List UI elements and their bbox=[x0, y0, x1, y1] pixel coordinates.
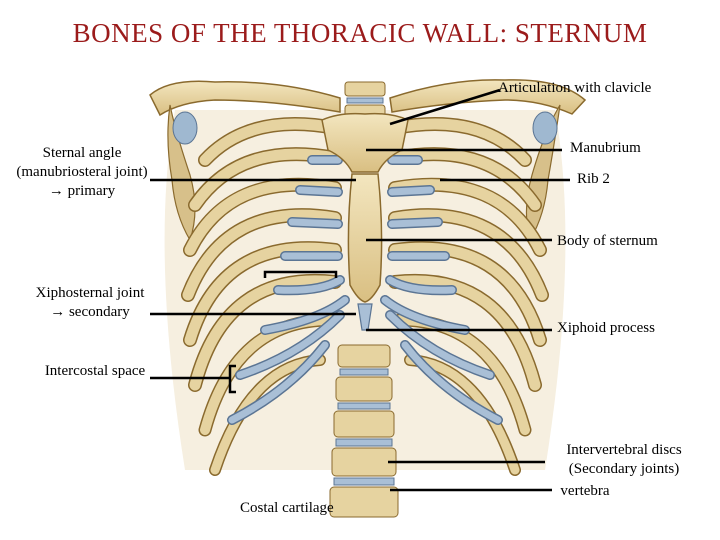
label-costal-cartilage: Costal cartilage bbox=[240, 500, 334, 516]
vertebral-column bbox=[329, 81, 399, 518]
page-title: BONES OF THE THORACIC WALL: STERNUM bbox=[72, 18, 648, 48]
label-xiphosternal: Xiphosternal joint → secondary bbox=[35, 285, 145, 320]
label-vertebra: vertebra bbox=[560, 483, 610, 499]
right-costal-cartilages bbox=[380, 155, 503, 425]
label-intervertebral: Intervertebral discs (Secondary joints) bbox=[566, 442, 682, 477]
bracket-intercostal bbox=[228, 364, 236, 394]
label-intercostal: Intercostal space bbox=[44, 363, 146, 379]
label-articulation-clavicle: Articulation with clavicle bbox=[498, 80, 652, 96]
leader-lines bbox=[150, 88, 570, 492]
bracket-costal bbox=[263, 270, 338, 278]
label-rib2: Rib 2 bbox=[577, 171, 610, 187]
label-body-of-sternum: Body of sternum bbox=[557, 233, 658, 249]
label-xiphoid: Xiphoid process bbox=[557, 320, 655, 336]
leader-articulation-clavicle bbox=[389, 88, 501, 126]
label-sternal-angle: Sternal angle (manubriosteral joint) → p… bbox=[16, 145, 148, 199]
left-costal-cartilages bbox=[227, 155, 350, 425]
left-clavicle bbox=[149, 80, 341, 242]
label-manubrium: Manubrium bbox=[570, 140, 641, 156]
